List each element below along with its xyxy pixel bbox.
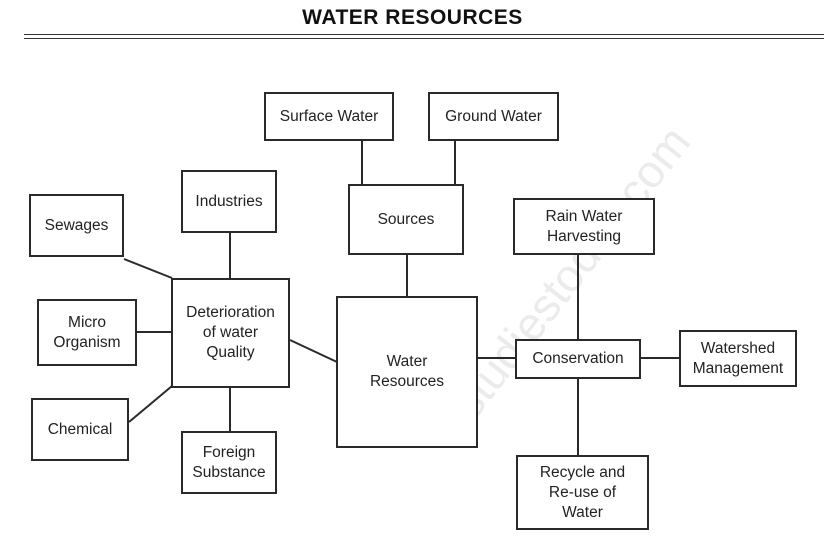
sewages-label: Sewages xyxy=(44,216,109,234)
micro-organism-box: Micro Organism xyxy=(37,299,137,366)
water-resources-box: Water Resources xyxy=(336,296,478,448)
conservation-box: Conservation xyxy=(515,339,641,379)
deterioration-label: Deterioration of water Quality xyxy=(186,304,275,361)
link-sewages-deterioration xyxy=(123,258,173,279)
rain-water-harvesting-box: Rain Water Harvesting xyxy=(513,198,655,255)
recycle-reuse-label: Recycle and Re-use of Water xyxy=(539,463,626,521)
page-title: WATER RESOURCES xyxy=(302,6,523,29)
sewages-box: Sewages xyxy=(29,194,124,257)
foreign-substance-label: Foreign Substance xyxy=(192,443,266,481)
industries-label: Industries xyxy=(195,192,263,210)
rain-water-harvesting-label: Rain Water Harvesting xyxy=(545,207,623,245)
recycle-reuse-box: Recycle and Re-use of Water xyxy=(516,455,649,530)
industries-box: Industries xyxy=(181,170,277,233)
chemical-label: Chemical xyxy=(47,420,113,438)
deterioration-box: Deterioration of water Quality xyxy=(171,278,290,388)
chemical-box: Chemical xyxy=(31,398,129,461)
micro-organism-label: Micro Organism xyxy=(53,313,121,351)
link-deterioration-resources xyxy=(289,339,338,363)
title-rule-bottom xyxy=(24,38,824,39)
surface-water-label: Surface Water xyxy=(279,107,379,125)
ground-water-box: Ground Water xyxy=(428,92,559,141)
sources-label: Sources xyxy=(377,210,435,228)
watershed-management-box: Watershed Management xyxy=(679,330,797,387)
sources-box: Sources xyxy=(348,184,464,255)
title-rule-top xyxy=(24,34,824,35)
conservation-label: Conservation xyxy=(532,350,624,367)
ground-water-label: Ground Water xyxy=(445,107,542,125)
link-chemical-deterioration xyxy=(128,385,173,423)
surface-water-box: Surface Water xyxy=(264,92,394,141)
watershed-management-label: Watershed Management xyxy=(692,339,784,377)
foreign-substance-box: Foreign Substance xyxy=(181,431,277,494)
water-resources-label: Water Resources xyxy=(369,353,445,390)
